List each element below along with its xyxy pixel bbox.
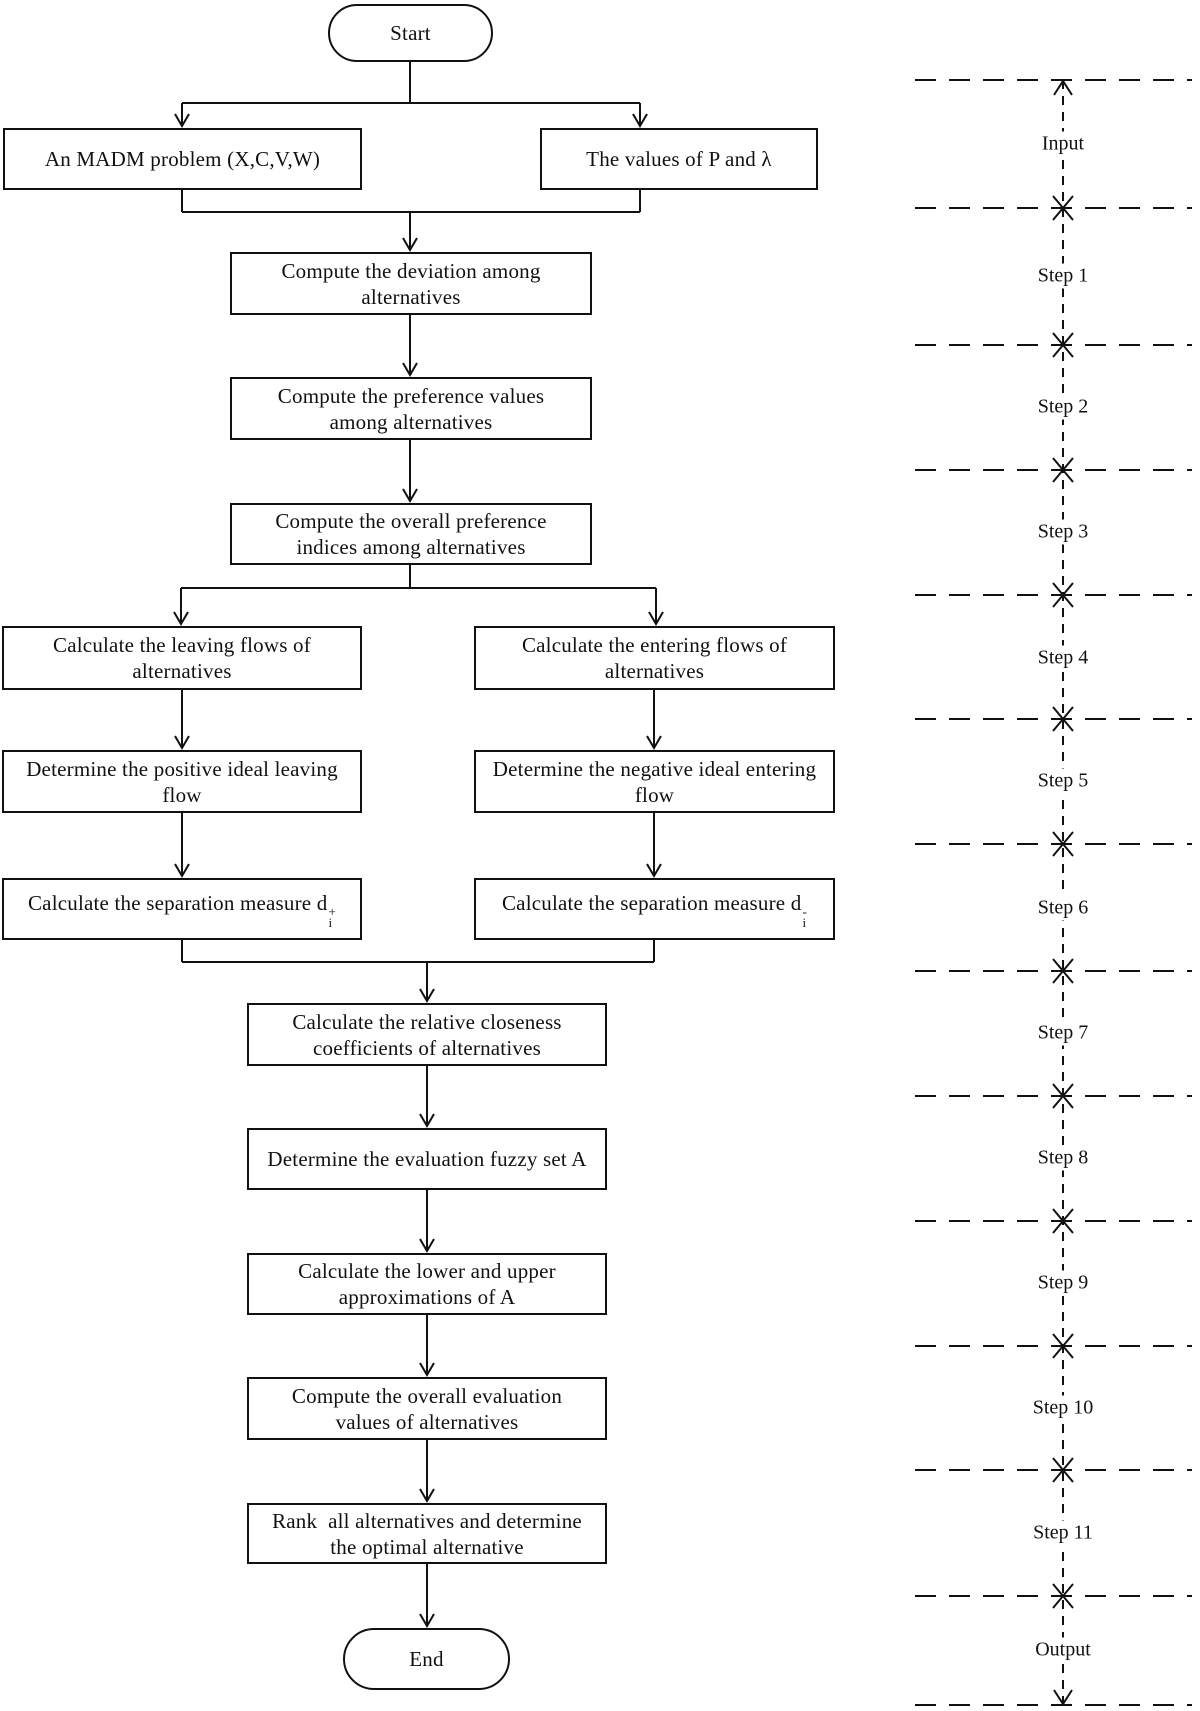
node-text: Calculate the separation measure d [501,891,802,915]
subscript-superscript: -i [802,904,808,930]
superscript: + [328,904,337,919]
node-step4-leaving-flows: Calculate the leaving flows of alternati… [2,626,362,690]
band-label-step-10: Step 10 [1026,1395,1100,1421]
node-text: Rank all alternatives and determine [272,1508,582,1533]
up-arrowhead-icon [1053,79,1073,96]
cross-marker-icon [1052,1583,1074,1609]
node-text: Compute the preference values [277,383,545,408]
node-text: values of alternatives [335,1409,519,1434]
node-end-label: End [409,1647,444,1671]
cross-marker-icon [1052,831,1074,857]
node-step7-relative-closeness: Calculate the relative closeness coeffic… [247,1003,607,1066]
node-step10-overall-evaluation-values: Compute the overall evaluation values of… [247,1377,607,1440]
cross-marker-icon [1052,457,1074,483]
node-step1-deviation: Compute the deviation among alternatives [230,252,592,315]
down-arrowhead-icon [1053,1689,1073,1706]
node-end: End [343,1628,510,1690]
node-text: approximations of A [338,1285,516,1309]
node-text: Determine the evaluation fuzzy set A [267,1147,587,1171]
node-step9-lower-upper-approximations: Calculate the lower and upper approximat… [247,1253,607,1315]
band-label-step-5: Step 5 [1031,768,1095,794]
node-step2-preference-values: Compute the preference values among alte… [230,377,592,440]
band-label-step-2: Step 2 [1031,394,1095,420]
node-text: alternatives [604,659,705,683]
node-text: among alternatives [329,409,493,434]
node-text: flow [162,782,202,807]
node-start: Start [328,4,493,62]
node-step6-separation-measure-negative: Calculate the separation measure d-i [474,878,835,940]
band-label-step-11: Step 11 [1027,1520,1099,1546]
band-label-step-3: Step 3 [1031,519,1095,545]
band-label-step-8: Step 8 [1031,1145,1095,1171]
cross-marker-icon [1052,1333,1074,1359]
node-step8-evaluation-fuzzy-set: Determine the evaluation fuzzy set A [247,1128,607,1190]
band-label-step-1: Step 1 [1031,263,1095,289]
node-text: Calculate the lower and upper [298,1259,556,1283]
cross-marker-icon [1052,332,1074,358]
node-text: Compute the overall evaluation [291,1383,563,1408]
superscript: - [802,904,808,919]
cross-marker-icon [1052,1083,1074,1109]
node-step6-separation-measure-positive: Calculate the separation measure d+i [2,878,362,940]
cross-marker-icon [1052,1457,1074,1483]
node-text: the optimal alternative [330,1534,524,1559]
cross-marker-icon [1052,1208,1074,1234]
node-text: Calculate the leaving flows of [53,633,311,657]
subscript: i [328,915,333,930]
band-label-step-6: Step 6 [1031,895,1095,921]
node-text: Calculate the separation measure d-i [501,890,808,930]
band-label-input: Input [1035,131,1091,157]
node-text: An MADM problem (X,C,V,W) [44,147,321,171]
node-text: Calculate the entering flows of [521,633,788,657]
node-text: Determine the positive ideal leaving [26,756,338,781]
node-start-label: Start [390,21,431,45]
cross-marker-icon [1052,195,1074,221]
node-text: flow [634,782,675,807]
node-step5-negative-ideal-entering-flow: Determine the negative ideal entering fl… [474,750,835,813]
node-step3-overall-preference-indices: Compute the overall preference indices a… [230,503,592,565]
node-step4-entering-flows: Calculate the entering flows of alternat… [474,626,835,690]
node-text: Calculate the separation measure d [27,891,328,915]
node-text: Calculate the separation measure d+i [27,890,337,930]
band-label-step-4: Step 4 [1031,645,1095,671]
node-text: The values of P and λ [586,147,772,171]
cross-marker-icon [1052,958,1074,984]
band-label-step-7: Step 7 [1031,1020,1095,1046]
band-label-output: Output [1029,1637,1097,1663]
flow-connectors [173,62,664,1628]
node-text: Compute the overall preference [275,509,547,533]
subscript-superscript: +i [328,904,337,930]
timeline-grid [915,79,1192,1706]
subscript: i [802,915,807,930]
node-step5-positive-ideal-leaving-flow: Determine the positive ideal leaving flo… [2,750,362,813]
cross-marker-icon [1052,706,1074,732]
node-text: Calculate the relative closeness [292,1009,562,1034]
node-step11-rank-alternatives: Rank all alternatives and determine the … [247,1503,607,1564]
node-text: Compute the deviation among [281,258,541,283]
node-text: alternatives [132,659,232,683]
node-text: Determine the negative ideal entering [492,756,817,781]
node-text: indices among alternatives [296,535,526,559]
node-input-madm-problem: An MADM problem (X,C,V,W) [3,128,362,190]
node-text: coefficients of alternatives [313,1035,541,1060]
node-text: alternatives [361,284,461,309]
cross-marker-icon [1052,582,1074,608]
band-label-step-9: Step 9 [1031,1270,1095,1296]
node-input-p-lambda: The values of P and λ [540,128,818,190]
